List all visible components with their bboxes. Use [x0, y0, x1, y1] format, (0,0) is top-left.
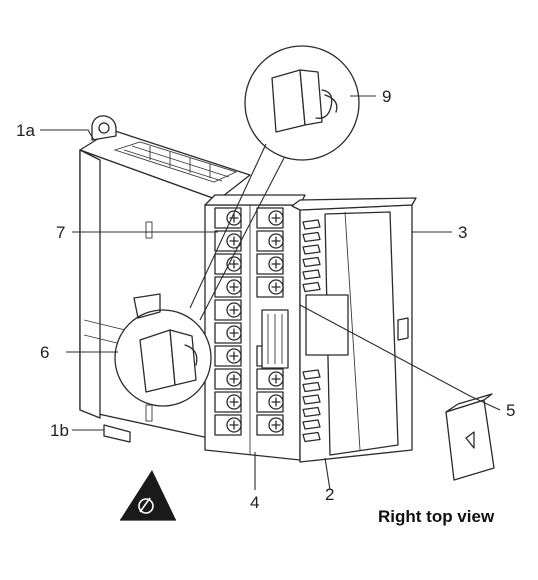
detail-circle-side	[114, 293, 212, 407]
door-ridge	[302, 256, 321, 268]
detail-circle-top	[244, 45, 376, 161]
screw-slot	[229, 420, 239, 430]
screw-slot	[229, 351, 239, 361]
screw-slot	[229, 236, 239, 246]
screw-slot	[229, 282, 239, 292]
callout-1a: 1a	[16, 121, 35, 140]
screw-slot	[271, 259, 281, 269]
door-ridge	[302, 419, 321, 430]
door-ridge	[302, 369, 321, 380]
screw-slot	[229, 397, 239, 407]
screw-slot	[229, 305, 239, 315]
terminal-block	[204, 194, 306, 461]
door-hinge-ridges	[302, 219, 321, 443]
screw-slot	[229, 328, 239, 338]
callout-5: 5	[506, 401, 515, 420]
screw-slot	[271, 213, 281, 223]
screw-slot	[271, 420, 281, 430]
leader-lines	[40, 129, 501, 491]
door-ridge	[302, 231, 321, 243]
end-cap	[445, 393, 495, 481]
callout-2: 2	[325, 485, 334, 504]
callout-1b: 1b	[50, 421, 69, 440]
ribbon-connector	[261, 309, 289, 369]
door-ridge	[302, 381, 321, 393]
callout-3: 3	[458, 223, 467, 242]
screw-slot	[271, 282, 281, 292]
door-ridge	[302, 431, 321, 443]
screw-slot	[271, 397, 281, 407]
door-ridge	[302, 394, 321, 405]
view-caption: Right top view	[378, 507, 495, 526]
door-ridge	[302, 281, 321, 293]
callout-9: 9	[382, 87, 391, 106]
callout-7: 7	[56, 223, 65, 242]
top-vents	[113, 141, 238, 183]
screw-slot	[229, 259, 239, 269]
esd-warning-icon	[120, 470, 176, 521]
screw-slot	[229, 374, 239, 384]
door-ridge	[302, 269, 321, 280]
terminal-door	[291, 197, 417, 463]
door-ridge	[302, 244, 321, 255]
callout-4: 4	[250, 493, 259, 512]
screw-slot	[271, 236, 281, 246]
door-ridge	[302, 406, 321, 418]
callout-6: 6	[40, 343, 49, 362]
door-ridge	[302, 219, 321, 230]
mounting-tab-top	[91, 115, 117, 141]
screw-slot	[271, 374, 281, 384]
